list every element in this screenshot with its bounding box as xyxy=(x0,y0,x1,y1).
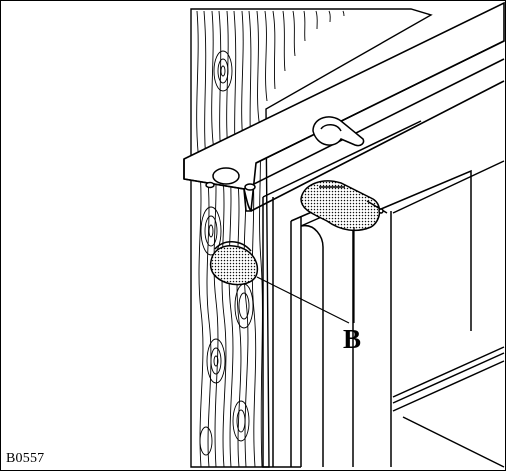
screw-holes xyxy=(205,167,256,191)
bracket-slot xyxy=(312,116,365,147)
figure-reference-code: B0557 xyxy=(6,451,45,466)
callout-label-b: B xyxy=(343,324,362,354)
mounting-bracket xyxy=(183,1,505,212)
lower-fastening-pad xyxy=(209,241,259,286)
callout-leader-lines xyxy=(256,227,355,324)
appliance-front-frame xyxy=(262,120,505,468)
upper-fastening-pad xyxy=(300,180,388,232)
